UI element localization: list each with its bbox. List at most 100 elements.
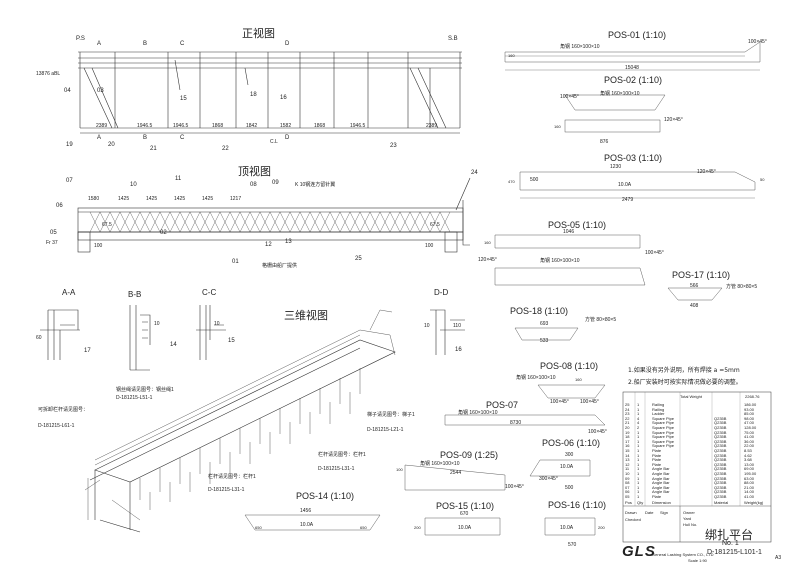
parts-list-cell: 14.00 bbox=[744, 489, 755, 495]
top-dim-675-b: 67.5 bbox=[430, 222, 440, 228]
parts-list-cell: Square Pipe bbox=[652, 425, 675, 430]
label-yard: Yard bbox=[683, 516, 692, 521]
parts-list-cell: 13 bbox=[625, 457, 630, 463]
parts-list-cell: Q235B bbox=[714, 494, 727, 499]
section-marker-b-bottom: B bbox=[143, 135, 148, 141]
dim-4: 1842 bbox=[246, 123, 258, 129]
parts-list-cell: Q235B bbox=[714, 420, 727, 426]
pos-02-width: 160 bbox=[554, 124, 561, 129]
parts-list-cell: 195.00 bbox=[744, 471, 757, 476]
callout-12: 12 bbox=[265, 242, 272, 248]
iso-note-steel-ladder: 钢丝绳请见图号：钢丝绳1 bbox=[116, 387, 174, 393]
dim-0: 2389 bbox=[96, 123, 108, 129]
parts-list-cell: 21.00 bbox=[744, 484, 755, 490]
parts-list-cell: 1 bbox=[637, 480, 640, 486]
pos-05-width: 160 bbox=[484, 240, 491, 245]
parts-list-cell: 23 bbox=[625, 411, 630, 417]
pos-05-angle-1: 100×45° bbox=[645, 250, 664, 256]
pos-03-left: 500 bbox=[530, 177, 539, 183]
section-dim-10-c: 10 bbox=[424, 323, 430, 329]
callout-16: 16 bbox=[280, 95, 287, 101]
section-aa-title: A-A bbox=[62, 288, 76, 297]
parts-list-cell: 8.53 bbox=[744, 448, 752, 453]
parts-list-cell: 85.00 bbox=[744, 411, 755, 417]
parts-list-cell: 18 bbox=[625, 434, 630, 440]
parts-list-cell: 2 bbox=[637, 425, 640, 430]
parts-list-cell: Q235B bbox=[714, 443, 727, 449]
iso-note-rail-2: 栏杆请见图号：栏杆1 bbox=[208, 474, 256, 480]
parts-list-cell: 1 bbox=[637, 452, 640, 458]
pos-16-mid: 10.0A bbox=[560, 525, 574, 531]
parts-list-cell: Q235B bbox=[714, 471, 727, 476]
pos-15-mid: 10.0A bbox=[458, 525, 472, 531]
callout-08: 08 bbox=[250, 182, 257, 188]
callout-25: 25 bbox=[355, 256, 362, 262]
parts-list-cell: Angle Bar bbox=[652, 475, 670, 481]
callout-14: 14 bbox=[170, 342, 177, 348]
parts-list-cell: Q235B bbox=[714, 484, 727, 490]
parts-list-cell: Q235B bbox=[714, 466, 727, 472]
parts-list-cell: Plate bbox=[652, 457, 662, 463]
section-dim-60: 60 bbox=[36, 335, 42, 341]
parts-list-cell: 186.00 bbox=[744, 402, 757, 407]
dim-6: 1868 bbox=[314, 123, 326, 129]
pos-05-note: 角钢 160×100×10 bbox=[540, 258, 580, 264]
parts-list-cell: Q235B bbox=[714, 475, 727, 481]
iso-ref-ladder: D-181215-L21-1 bbox=[367, 427, 404, 433]
parts-list-cell: Q235B bbox=[714, 425, 727, 430]
top-dim-1425-c: 1425 bbox=[174, 196, 186, 202]
label-date: Date bbox=[645, 510, 654, 515]
section-dim-10-b: 10 bbox=[214, 321, 220, 327]
company-name: General Lashing System CO., LTD bbox=[652, 552, 714, 557]
parts-list-cell: 3.68 bbox=[744, 457, 752, 463]
pos-14-mid: 10.0A bbox=[300, 522, 314, 528]
parts-list-cell: 09 bbox=[625, 475, 630, 481]
parts-list-cell: 41.00 bbox=[744, 434, 755, 440]
pos-16-height: 200 bbox=[598, 525, 605, 530]
parts-list-cell: Q235B bbox=[714, 434, 727, 440]
drawing-number-no: No. 1 bbox=[722, 540, 739, 547]
callout-17: 17 bbox=[84, 348, 91, 354]
parts-list-cell: 22.00 bbox=[744, 443, 755, 449]
callout-15-section: 15 bbox=[228, 338, 235, 344]
iso-note-rail-1: 栏杆请见图号：栏杆1 bbox=[318, 452, 366, 458]
top-dim-675-a: 67.5 bbox=[102, 222, 112, 228]
callout-06: 06 bbox=[56, 203, 63, 209]
section-marker-a-bottom: A bbox=[97, 135, 102, 141]
label-checked: Checked bbox=[625, 517, 641, 522]
ps-label: P.S bbox=[76, 36, 85, 42]
parts-list-cell: 20 bbox=[625, 425, 630, 430]
general-note-2: 2.船厂安装时可按实际情况做必要的调整。 bbox=[628, 379, 742, 386]
pos-06-angle: 300×45° bbox=[539, 476, 558, 482]
pos-03-angle: 120×45° bbox=[697, 169, 716, 175]
parts-list-cell: Angle Bar bbox=[652, 480, 670, 486]
parts-list-cell: 88.00 bbox=[744, 480, 755, 486]
sb-label: S.B bbox=[448, 36, 458, 42]
dim-1: 1946.5 bbox=[137, 123, 153, 129]
centerline-label: C.L bbox=[270, 139, 278, 145]
parts-list-cell: 11 bbox=[625, 466, 630, 472]
pos-01-note: 角钢 160×100×10 bbox=[560, 44, 600, 50]
header-weight: Weight(kg) bbox=[744, 500, 764, 505]
dim-7: 1946.5 bbox=[350, 123, 366, 129]
pos-03-top: 1230 bbox=[610, 164, 622, 170]
callout-04: 04 bbox=[64, 88, 71, 94]
pos-08-width: 160 bbox=[575, 377, 582, 382]
section-dim-10-a: 10 bbox=[154, 321, 160, 327]
parts-list-cell: 1 bbox=[637, 484, 640, 490]
sheet-size: A3 bbox=[775, 555, 782, 561]
parts-list-cell: 63.00 bbox=[744, 475, 755, 481]
parts-list-cell: 41.00 bbox=[744, 494, 755, 499]
section-marker-c-top: C bbox=[180, 41, 185, 47]
pos-06-title: POS-06 (1:10) bbox=[542, 438, 601, 448]
parts-list-cell: 1 bbox=[637, 466, 640, 472]
parts-list-cell: Angle Bar bbox=[652, 466, 670, 472]
pos-07-angle: 100×45° bbox=[588, 429, 607, 435]
section-marker-d-bottom: D bbox=[285, 135, 290, 141]
parts-list-cell: 1 bbox=[637, 438, 640, 444]
top-dim-100-a: 100 bbox=[94, 243, 103, 249]
iso-note-ladder: 梯子请见图号：梯子1 bbox=[367, 412, 415, 418]
parts-list-cell: 1 bbox=[637, 461, 640, 467]
pos-15-height: 200 bbox=[414, 525, 421, 530]
callout-11: 11 bbox=[175, 176, 182, 182]
